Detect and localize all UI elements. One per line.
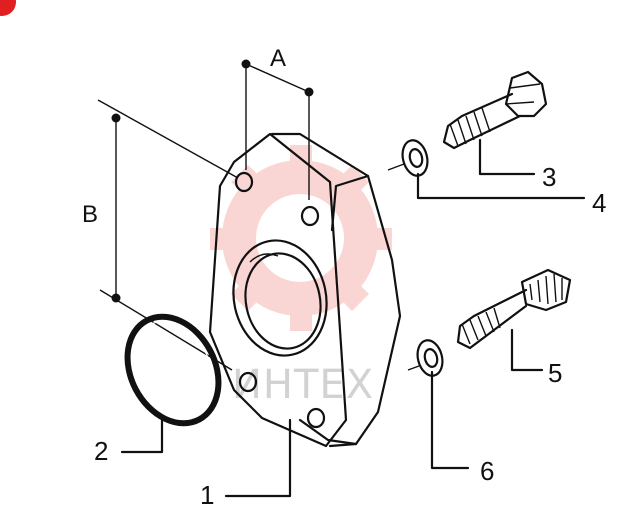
callout-1: 1 [200, 480, 214, 510]
callout-4: 4 [592, 188, 606, 218]
lock-washer-lower [407, 339, 444, 377]
callout-2: 2 [94, 436, 108, 466]
bolt-cap-head [456, 268, 572, 350]
bolt-hex-head [442, 70, 548, 150]
flange-plate [208, 132, 402, 448]
dimension-a-label: A [270, 45, 286, 72]
corner-mark [0, 0, 16, 16]
callout-6: 6 [480, 456, 494, 486]
callout-3: 3 [542, 162, 556, 192]
watermark-text: ИНТЕХ [232, 362, 374, 408]
callout-5: 5 [548, 358, 562, 388]
o-ring [124, 313, 222, 427]
leader-lines [120, 138, 586, 498]
watermark-logo [210, 145, 392, 331]
dimension-b-label: B [82, 201, 98, 228]
lock-washer-upper [387, 139, 429, 177]
